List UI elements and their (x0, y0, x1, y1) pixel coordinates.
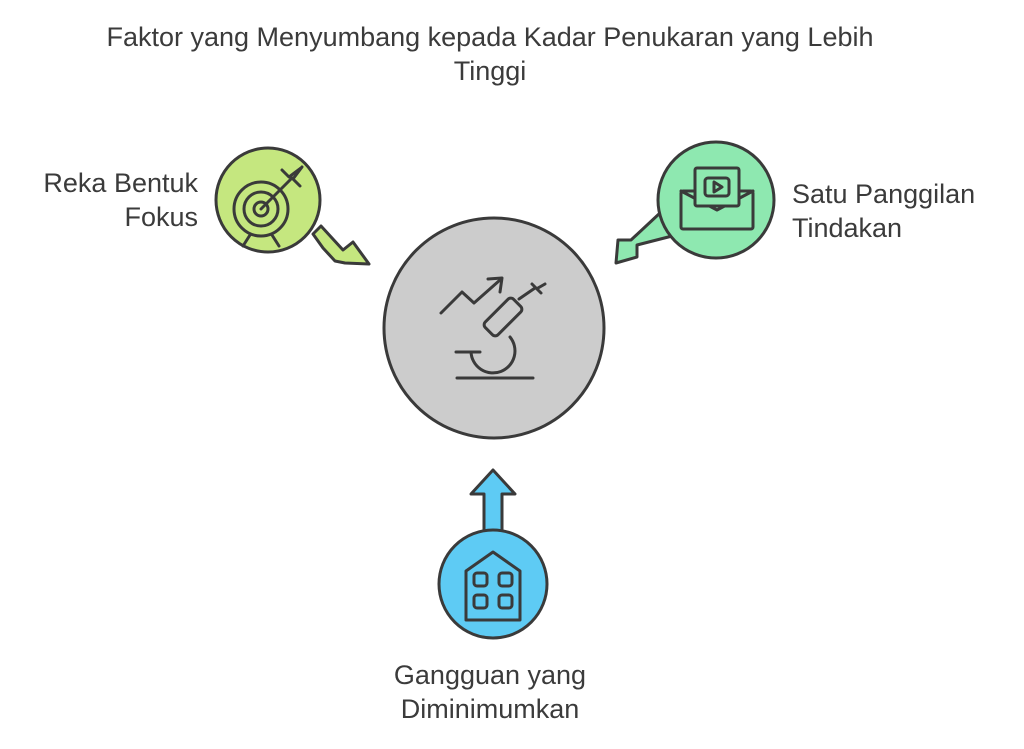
center-node (382, 216, 606, 440)
factor-label-line: Fokus (124, 202, 198, 232)
factor-node-bottom (437, 528, 549, 640)
arrow-bottom-to-center (469, 468, 517, 534)
target-arrow-icon (232, 165, 304, 248)
factor-label-left: Reka Bentuk Fokus (43, 166, 198, 234)
factor-label-line: Satu Panggilan (792, 179, 976, 209)
envelope-video-icon (679, 166, 755, 231)
microscope-growth-icon (439, 276, 547, 380)
page-title: Faktor yang Menyumbang kepada Kadar Penu… (0, 20, 980, 88)
arrow-left-to-center (311, 224, 371, 266)
factor-label-line: Gangguan yang (393, 660, 587, 690)
factor-label-bottom: Gangguan yang Diminimumkan (0, 658, 980, 726)
house-grid-icon (464, 550, 522, 622)
factor-node-left (214, 146, 322, 254)
title-line: Tinggi (453, 56, 527, 86)
factor-label-line: Diminimumkan (400, 694, 580, 724)
factor-label-line: Tindakan (792, 213, 903, 243)
factor-label-line: Reka Bentuk (43, 168, 198, 198)
factor-label-right: Satu Panggilan Tindakan (792, 177, 975, 245)
title-line: Faktor yang Menyumbang kepada Kadar Penu… (106, 22, 874, 52)
factor-node-right (656, 140, 776, 260)
